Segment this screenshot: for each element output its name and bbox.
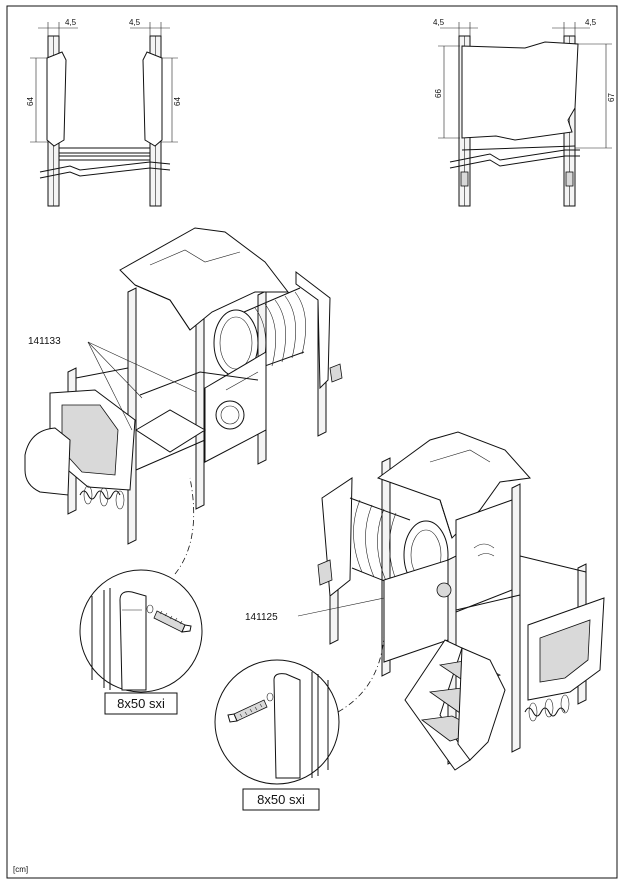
unit-label: [cm] — [13, 865, 28, 874]
detail-top-right: 4,5 4,5 66 67 — [433, 18, 616, 207]
dim-offset-right-tr: 4,5 — [585, 18, 597, 27]
part-number-upper: 141133 — [28, 336, 61, 347]
dim-offset-right-tl: 4,5 — [129, 18, 141, 27]
assembly-view-lower: 141125 — [245, 431, 605, 771]
detail-top-left: 4,5 4,5 64 64 — [26, 18, 182, 207]
screw-label-upper: 8x50 sxi — [117, 696, 165, 711]
screw-icon — [153, 610, 192, 633]
dim-offset-left-tl: 4,5 — [65, 18, 77, 27]
screw-detail-lower — [214, 635, 385, 785]
screw-icon — [227, 699, 268, 723]
dim-height-left-tr: 66 — [434, 89, 443, 98]
dim-height-left-tl: 64 — [26, 97, 35, 106]
part-number-lower: 141125 — [245, 612, 278, 623]
page-frame — [6, 5, 618, 879]
dim-offset-left-tr: 4,5 — [433, 18, 445, 27]
dim-height-right-tr: 67 — [607, 93, 616, 102]
screw-label-lower: 8x50 sxi — [257, 792, 305, 807]
assembly-view-upper: 141133 — [24, 227, 343, 545]
dim-height-right-tl: 64 — [173, 97, 182, 106]
screw-label-box-upper — [104, 692, 178, 715]
screw-label-box-lower — [242, 788, 320, 811]
screw-detail-upper — [79, 477, 203, 693]
